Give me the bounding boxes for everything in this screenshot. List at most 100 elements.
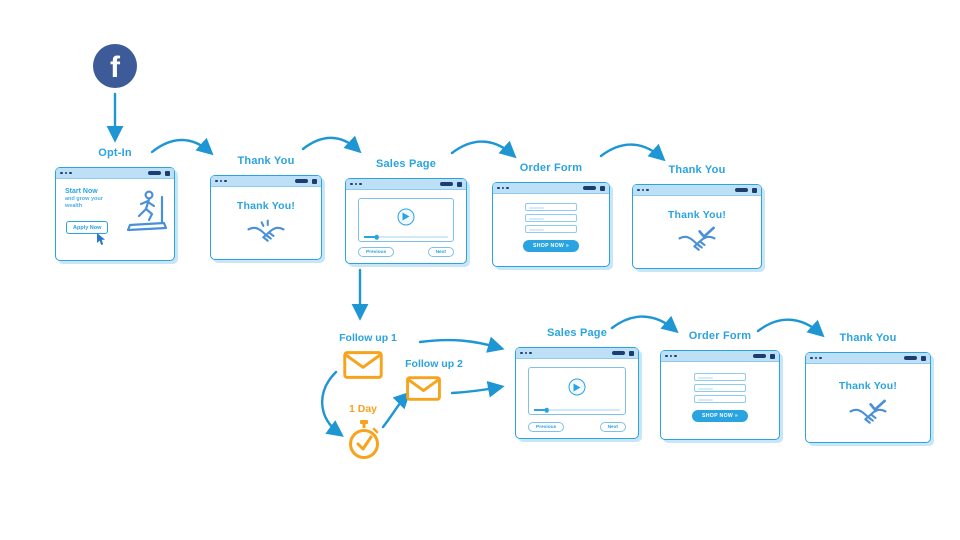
previous-button[interactable]: Previous [528,422,565,432]
arrow-followup1-to-sales2 [418,336,505,353]
node-order-1: Order Form SHOP NOW » [492,161,610,267]
arrow-followup2-to-sales2 [450,380,505,398]
next-button[interactable]: Next [599,422,626,432]
optin-title: Opt-In [98,147,132,159]
browser-titlebar [493,183,609,194]
browser-titlebar [211,176,321,187]
window-dot [224,179,227,183]
browser-titlebar [806,353,930,364]
window-dot [814,356,818,360]
titlebar-square [457,181,462,187]
optin-subline: and grow your wealth [65,196,103,210]
titlebar-pill [440,182,453,186]
video-player[interactable] [528,367,626,415]
form-field[interactable] [525,214,577,222]
followup-1-label: Follow up 1 [339,332,397,344]
window-dot [69,171,72,175]
window-dot [215,179,218,183]
shop-now-button[interactable]: SHOP NOW » [691,410,749,422]
email-envelope-icon [406,376,441,401]
window-dot [637,188,640,192]
form-field[interactable] [694,384,746,392]
apply-now-button[interactable]: Apply Now [66,221,109,234]
titlebar-pill [753,354,766,358]
window-dot [524,351,528,355]
form-field[interactable] [525,203,577,211]
window-dot [359,182,362,186]
titlebar-square [770,353,775,359]
next-button[interactable]: Next [427,247,454,257]
thankyou-2-title: Thank You [668,164,726,176]
arrow-thankyou-to-sales [301,135,362,154]
thankyou-3-title: Thank You [839,332,897,344]
window-dot [529,351,532,355]
window-optin: Start Now and grow your wealth Apply Now [55,167,175,261]
window-dot [520,351,523,355]
thankyou-message: Thank You! [838,380,898,392]
browser-titlebar [661,351,779,362]
window-dot [669,354,673,358]
followup-2-label: Follow up 2 [405,358,463,370]
shop-now-button[interactable]: SHOP NOW » [522,240,580,252]
sales-2-title: Sales Page [546,327,608,339]
window-dot [219,179,223,183]
window-dot [674,354,677,358]
form-field[interactable] [694,395,746,403]
window-thankyou-1: Thank You! [210,175,322,260]
play-icon[interactable] [397,208,415,226]
window-dot [810,356,813,360]
window-dot [506,186,509,190]
handshake-check-icon [849,399,887,424]
window-sales-1: Previous Next [345,178,467,264]
titlebar-pill [295,179,308,183]
stopwatch-icon [349,420,379,459]
titlebar-square [312,178,317,184]
arrow-order-to-thankyou [599,143,666,162]
window-thankyou-2: Thank You! [632,184,762,269]
form-field[interactable] [525,225,577,233]
order-1-title: Order Form [519,162,583,174]
titlebar-square [165,170,170,176]
play-icon[interactable] [568,378,586,396]
video-progress-bar[interactable] [534,407,620,413]
video-player[interactable] [358,198,454,242]
window-dot [60,171,63,175]
titlebar-pill [612,351,625,355]
optin-headline: Start Now [65,188,98,195]
browser-titlebar [516,348,638,359]
form-field[interactable] [694,373,746,381]
window-order-2: SHOP NOW » [660,350,780,440]
delay-label: 1 Day [348,403,378,415]
window-dot [350,182,353,186]
titlebar-pill [583,186,596,190]
titlebar-square [921,355,926,361]
browser-titlebar [633,185,761,196]
node-sales-2: Sales Page Previous [515,326,639,439]
cursor-icon [97,233,105,245]
video-progress-bar[interactable] [364,234,448,240]
window-dot [665,354,668,358]
window-order-1: SHOP NOW » [492,182,610,267]
arrow-sales-to-order [450,140,517,159]
previous-button[interactable]: Previous [358,247,395,257]
thankyou-message: Thank You! [667,209,727,221]
browser-titlebar [346,179,466,190]
order-2-title: Order Form [688,330,752,342]
node-optin: Opt-In Start Now and grow your wealth Ap… [55,146,175,261]
titlebar-pill [735,188,748,192]
handshake-check-icon [678,226,716,251]
titlebar-square [600,185,605,191]
window-dot [641,188,645,192]
titlebar-square [752,187,757,193]
titlebar-pill [904,356,917,360]
window-sales-2: Previous Next [515,347,639,439]
window-dot [497,186,500,190]
window-dot [64,171,68,175]
thankyou-1-title: Thank You [237,155,295,167]
titlebar-pill [148,171,161,175]
facebook-icon: f [93,44,137,88]
window-dot [501,186,505,190]
handshake-icon [247,219,285,242]
